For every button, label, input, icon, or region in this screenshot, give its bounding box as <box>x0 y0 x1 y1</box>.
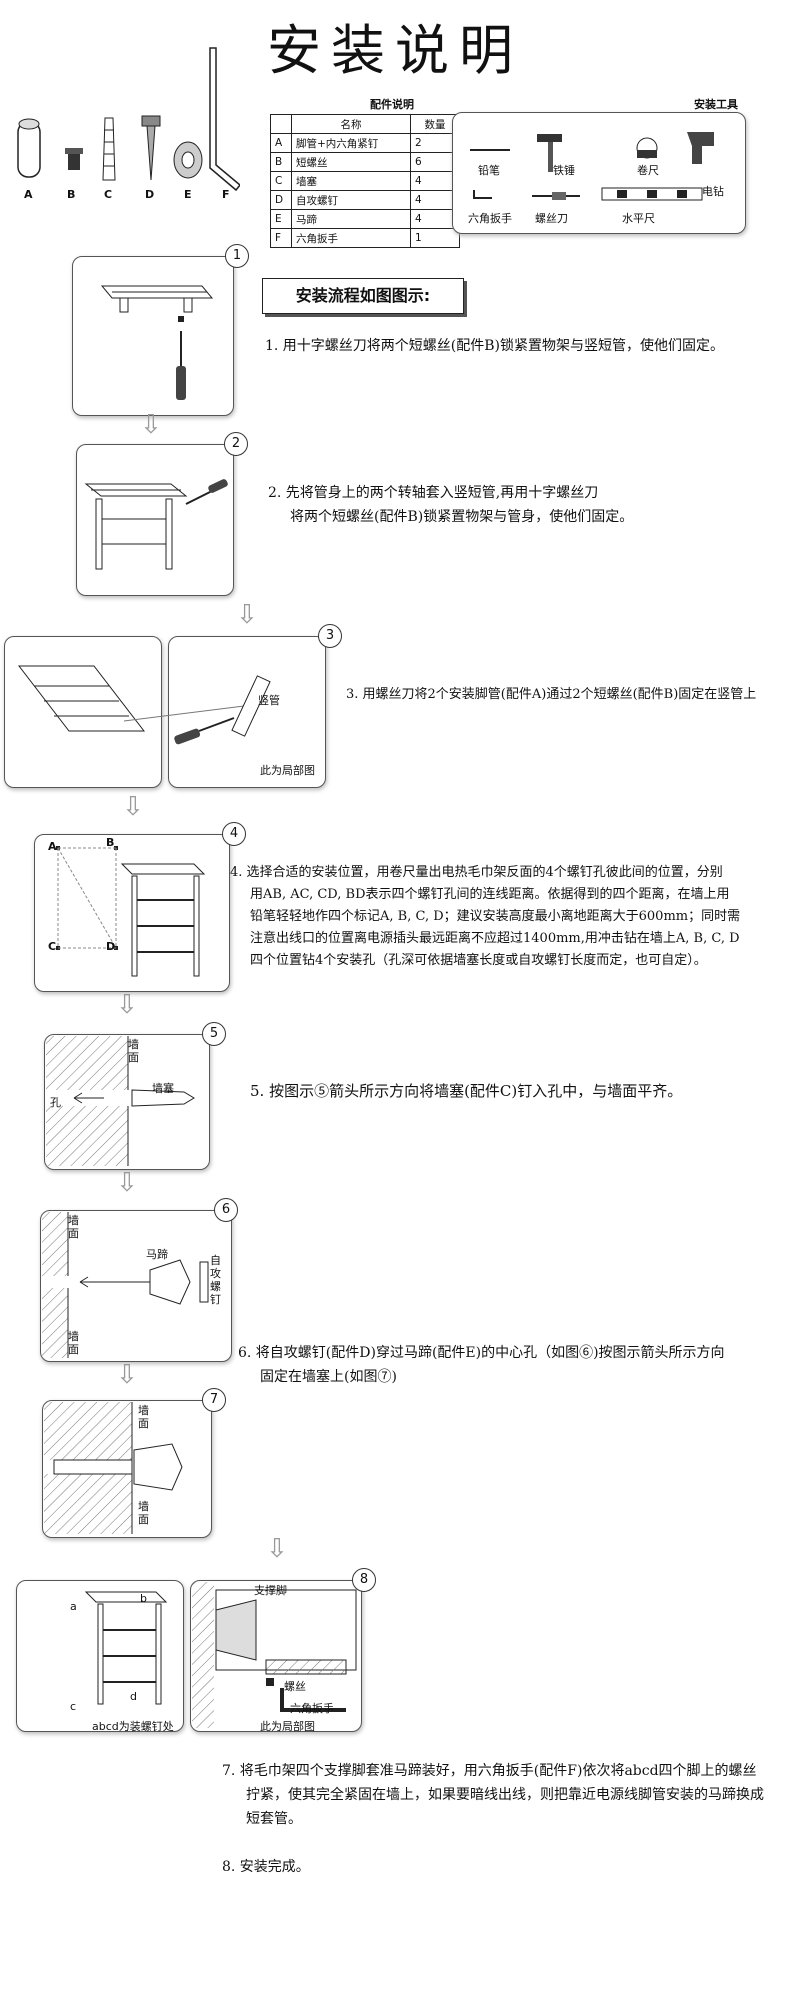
tool-hammer: 铁锤 <box>553 164 575 177</box>
part-label-b: B <box>67 188 76 201</box>
step-5-text: 5. 按图示⑤箭头所示方向将墙塞(配件C)钉入孔中，与墙面平齐。 <box>250 1082 683 1100</box>
down-arrow-icon: ⇩ <box>116 1168 138 1198</box>
point-d: d <box>130 1690 137 1703</box>
figure-step-3-left <box>4 636 162 788</box>
figure-step-5-drawing <box>46 1036 195 1166</box>
down-arrow-icon: ⇩ <box>116 990 138 1020</box>
point-a: a <box>70 1600 77 1613</box>
step-number-7: 7 <box>202 1388 226 1412</box>
figure-step-7-drawing <box>44 1402 183 1534</box>
label-screw: 螺丝 <box>284 1680 306 1693</box>
caption-partial-view: 此为局部图 <box>260 1720 315 1733</box>
step-8-text: 8. 安装完成。 <box>222 1859 310 1875</box>
tool-pencil: 铅笔 <box>478 164 500 177</box>
step-number-2: 2 <box>224 432 248 456</box>
label-hex-wrench: 六角扳手 <box>290 1702 334 1715</box>
point-a: A <box>48 840 57 853</box>
figure-step-2-drawing <box>84 479 228 570</box>
part-label-a: A <box>24 188 33 201</box>
point-d: D <box>106 940 116 953</box>
down-arrow-icon: ⇩ <box>236 600 258 630</box>
step-4-text-line4: 注意出线口的位置离电源插头最远距离不应超过1400mm,用冲击钻在墙上A, B,… <box>250 931 740 946</box>
label-wall-plug: 墙塞 <box>152 1082 174 1095</box>
step-4-text-line1: 4. 选择合适的安装位置，用卷尺量出电热毛巾架反面的4个螺钉孔彼此间的位置，分别 <box>230 865 723 880</box>
step-number-5: 5 <box>202 1022 226 1046</box>
step-number-4: 4 <box>222 822 246 846</box>
step-number-1: 1 <box>225 244 249 268</box>
down-arrow-icon: ⇩ <box>116 1360 138 1390</box>
figure-step-3-drawing <box>17 665 271 745</box>
parts-col-name: 名称 <box>291 114 411 134</box>
flow-banner: 安装流程如图图示: <box>262 278 464 314</box>
step-6-text-line2: 固定在墙塞上(如图⑦) <box>260 1369 397 1385</box>
step-number-3: 3 <box>318 624 342 648</box>
step-2-text-line1: 2. 先将管身上的两个转轴套入竖短管,再用十字螺丝刀 <box>268 485 599 501</box>
step-6-text-line1: 6. 将自攻螺钉(配件D)穿过马蹄(配件E)的中心孔（如图⑥)按图示箭头所示方向 <box>238 1345 725 1361</box>
figure-step-1-drawing <box>100 285 214 400</box>
label-hole: 孔 <box>50 1096 61 1109</box>
parts-col-qty: 数量 <box>410 114 460 134</box>
figure-step-8-drawing <box>84 1582 357 1728</box>
figure-step-1 <box>72 256 234 416</box>
part-label-e: E <box>184 188 192 201</box>
label-hoof: 马蹄 <box>146 1248 168 1261</box>
step-3-text: 3. 用螺丝刀将2个安装脚管(配件A)通过2个短螺丝(配件B)固定在竖管上 <box>346 687 757 702</box>
step-7-text-line3: 短套管。 <box>246 1811 302 1827</box>
label-wall-top: 墙面 <box>138 1404 149 1430</box>
part-label-f: F <box>222 188 230 201</box>
tool-tape: 卷尺 <box>637 164 659 177</box>
label-self-tapping-screw: 自攻螺钉 <box>210 1254 221 1306</box>
step-7-text-line1: 7. 将毛巾架四个支撑脚套准马蹄装好，用六角扳手(配件F)依次将abcd四个脚上… <box>222 1763 757 1779</box>
tools-heading: 安装工具 <box>694 98 738 111</box>
step-7-text-line2: 拧紧，使其完全紧固在墙上，如果要暗线出线，则把靠近电源线脚管安装的马蹄换成 <box>246 1787 764 1803</box>
point-b: b <box>140 1592 147 1605</box>
page-title: 安装说明 <box>267 19 523 82</box>
part-label-d: D <box>145 188 155 201</box>
down-arrow-icon: ⇩ <box>140 410 162 440</box>
label-wall-bottom: 墙面 <box>68 1330 79 1356</box>
step-number-8: 8 <box>352 1568 376 1592</box>
step-4-text-line3: 铅笔轻轻地作四个标记A, B, C, D；建议安装高度最小离地距离大于600mm… <box>250 909 741 924</box>
caption-screw-positions: abcd为装螺钉处 <box>92 1720 174 1733</box>
tools-illustration <box>470 132 714 201</box>
tool-hex-key: 六角扳手 <box>468 212 512 225</box>
caption-partial-view: 此为局部图 <box>260 764 315 777</box>
step-4-text-line5: 四个位置钻4个安装孔（孔深可依据墙塞长度或自攻螺钉长度而定，也可自定）。 <box>250 953 707 968</box>
tool-screwdriver: 螺丝刀 <box>535 212 568 225</box>
step-1-text: 1. 用十字螺丝刀将两个短螺丝(配件B)锁紧置物架与竖短管，使他们固定。 <box>265 338 725 354</box>
label-vertical-pipe: 竖管 <box>258 694 280 707</box>
step-2-text-line2: 将两个短螺丝(配件B)锁紧置物架与管身，使他们固定。 <box>290 509 634 525</box>
down-arrow-icon: ⇩ <box>266 1534 288 1564</box>
tool-level: 水平尺 <box>622 212 655 225</box>
label-support-leg: 支撑脚 <box>254 1584 287 1597</box>
label-wall-top: 墙面 <box>68 1214 79 1240</box>
point-b: B <box>106 836 115 849</box>
step-4-text-line2: 用AB, AC, CD, BD表示四个螺钉孔间的连线距离。依据得到的四个距离，在… <box>250 887 730 902</box>
label-wall-bottom: 墙面 <box>138 1500 149 1526</box>
figure-step-6-drawing <box>42 1212 209 1358</box>
point-c: c <box>70 1700 77 1713</box>
figure-step-4-drawing <box>56 846 206 977</box>
label-wall: 墙面 <box>128 1038 139 1064</box>
down-arrow-icon: ⇩ <box>122 792 144 822</box>
step-number-6: 6 <box>214 1198 238 1222</box>
tool-drill: 电钻 <box>702 185 724 198</box>
parts-heading: 配件说明 <box>370 98 414 111</box>
point-c: C <box>48 940 57 953</box>
parts-illustration <box>17 47 240 192</box>
part-label-c: C <box>104 188 113 201</box>
